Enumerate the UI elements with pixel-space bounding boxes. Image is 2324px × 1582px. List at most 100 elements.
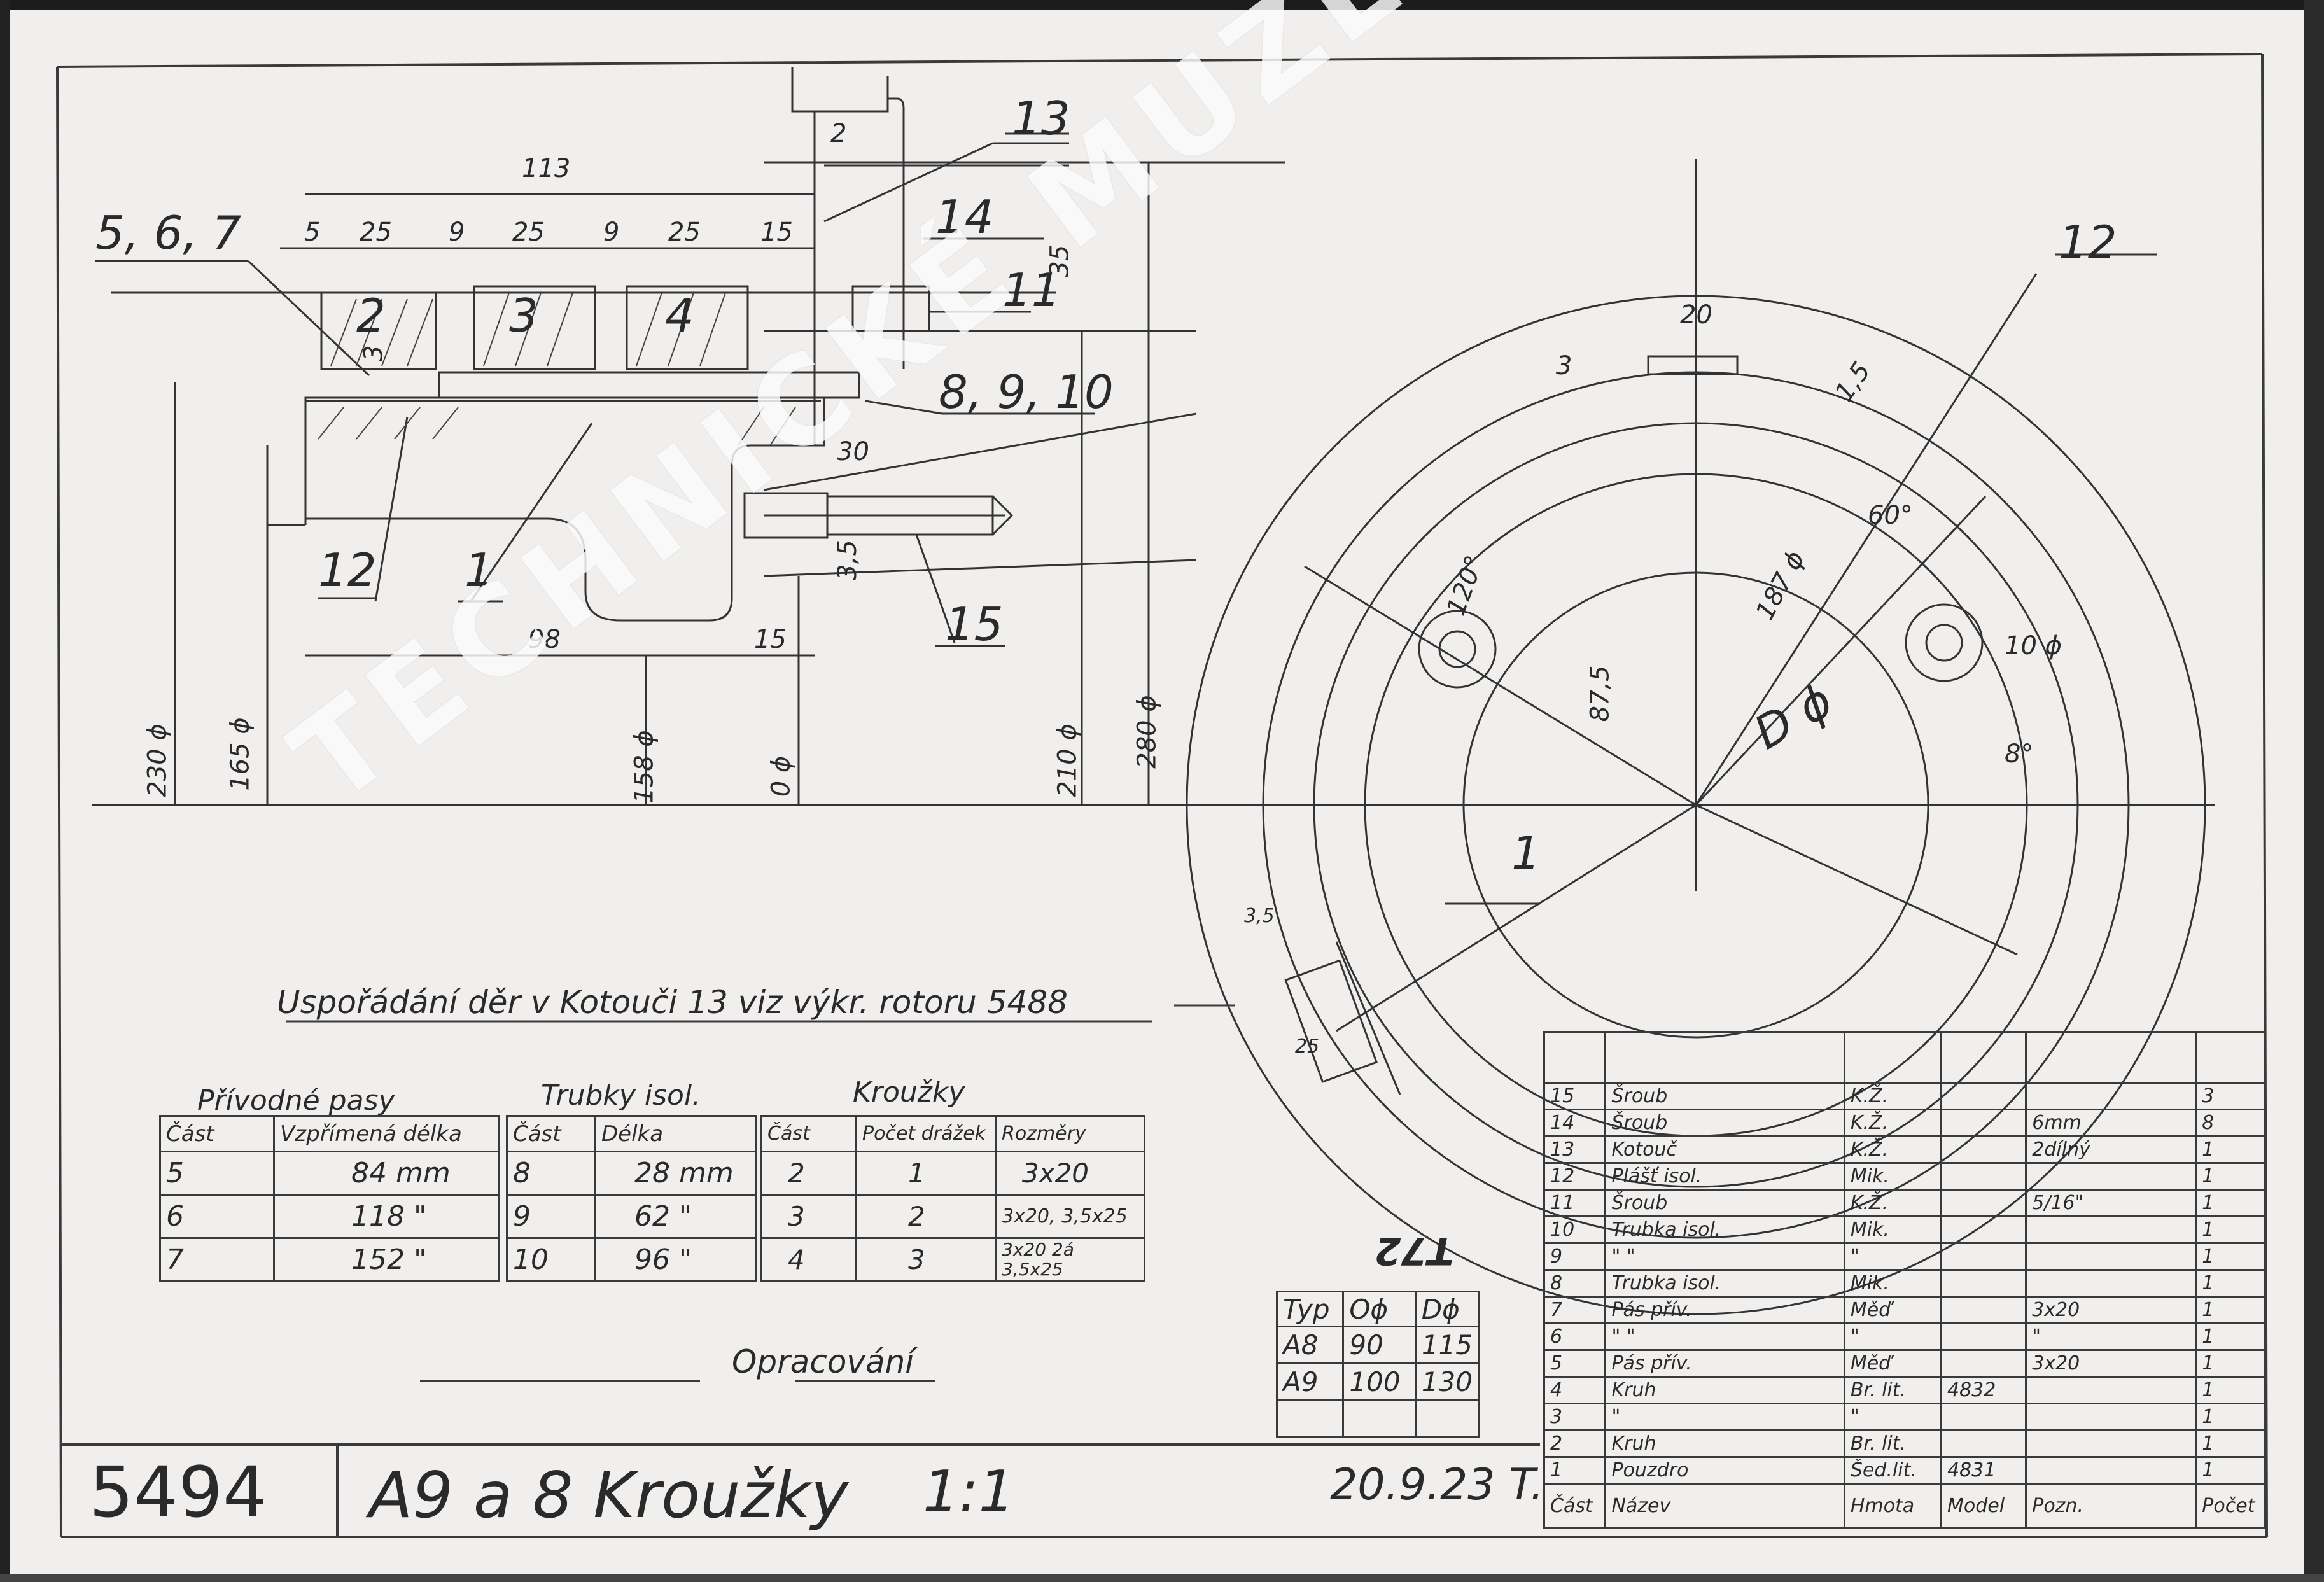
cell: 6mm	[2025, 1109, 2197, 1137]
cell: 15	[1543, 1082, 1607, 1110]
cell: 3x20	[2025, 1349, 2197, 1378]
cell: Mik.	[1843, 1162, 1942, 1191]
cell	[1275, 1399, 1345, 1438]
cell	[2025, 1456, 2197, 1485]
cell: Pás přív.	[1604, 1349, 1845, 1378]
cell: 6	[159, 1194, 275, 1239]
drawing-date: 20.9.23 T.	[1330, 1460, 1544, 1510]
cell	[1414, 1399, 1480, 1438]
table-row	[1275, 1399, 1480, 1438]
cell: Mik.	[1843, 1269, 1942, 1298]
table-row: A9 100 130	[1275, 1362, 1480, 1401]
cell: Šroub	[1604, 1189, 1845, 1217]
cell: 115	[1414, 1326, 1480, 1364]
cell	[1940, 1349, 2027, 1378]
dim-280: 280 ϕ	[1132, 695, 1162, 769]
cell: Kotouč	[1604, 1135, 1845, 1164]
cell: 4832	[1940, 1376, 2027, 1404]
cell: A9	[1275, 1362, 1345, 1401]
cell	[1940, 1135, 2027, 1164]
dim-113: 113	[522, 154, 571, 183]
table-row: A8 90 115	[1275, 1326, 1480, 1364]
cell: Model	[1940, 1483, 2027, 1529]
cell	[1940, 1429, 2027, 1458]
cell	[1940, 1215, 2027, 1244]
cell: 3	[760, 1194, 857, 1239]
part-label-14: 14	[935, 190, 994, 244]
drawing-scale: 1:1	[923, 1459, 1015, 1525]
cell: Měď	[1843, 1296, 1942, 1324]
cell: 3x20 2á 3,5x25	[995, 1237, 1145, 1282]
cell: Br. lit.	[1843, 1429, 1942, 1458]
cell	[1940, 1269, 2027, 1298]
table-typ: Typ Oϕ Dϕ A8 90 115 A9 100 130	[1275, 1291, 1480, 1438]
cell	[1940, 1242, 2027, 1271]
dim-60: 60°	[1868, 501, 1913, 530]
cell: "	[2025, 1322, 2197, 1351]
cell: 1	[2195, 1349, 2265, 1378]
dim-20: 20	[1680, 300, 1712, 330]
part-label-8-9-10: 8, 9, 10	[939, 365, 1114, 419]
table-row: 8 28 mm	[506, 1151, 757, 1196]
cell: "	[1843, 1322, 1942, 1351]
dim-158: 158 ϕ	[629, 730, 659, 804]
cell: Mik.	[1843, 1215, 1942, 1244]
part-label-3: 3	[509, 289, 538, 342]
cell: 8	[506, 1151, 596, 1196]
table-header: Typ Oϕ Dϕ	[1275, 1291, 1480, 1327]
cell: Část	[1543, 1483, 1607, 1529]
cell: Počet	[2195, 1483, 2265, 1529]
cell: 1	[2195, 1403, 2265, 1431]
cell: 1	[2195, 1189, 2265, 1217]
cell: 1	[2195, 1376, 2265, 1404]
cell: 3x20, 3,5x25	[995, 1194, 1145, 1239]
cell: K.Ž.	[1843, 1109, 1942, 1137]
dim-2: 2	[830, 119, 847, 148]
dim-10: 10 ϕ	[2005, 631, 2062, 661]
cell: 96 "	[594, 1237, 757, 1282]
cell: 4	[760, 1237, 857, 1282]
cell: 1	[2195, 1162, 2265, 1191]
cell: Měď	[1843, 1349, 1942, 1378]
cell	[2025, 1162, 2197, 1191]
cell	[1940, 1322, 2027, 1351]
col-d: Dϕ	[1414, 1291, 1480, 1327]
dim-25-a: 25	[360, 218, 392, 247]
cell: 14	[1543, 1109, 1607, 1137]
cell	[1843, 1031, 1942, 1084]
cell: 7	[159, 1237, 275, 1282]
table-row: 3 2 3x20, 3,5x25	[760, 1194, 1145, 1239]
cell: 10	[506, 1237, 596, 1282]
cell: 5	[159, 1151, 275, 1196]
part-label-12-left: 12	[318, 543, 377, 597]
drawing-title: A9 a 8 Kroužky	[369, 1458, 849, 1532]
col-delka: Délka	[594, 1115, 757, 1152]
cell: 1	[2195, 1215, 2265, 1244]
dim-25-c: 25	[668, 218, 701, 247]
trubky-title: Trubky isol.	[541, 1079, 701, 1112]
cell: Kruh	[1604, 1376, 1845, 1404]
cell: Šroub	[1604, 1082, 1845, 1110]
cell	[2025, 1242, 2197, 1271]
table-pasy: Část Vzpřímená délka 5 84 mm 6 118 " 7 1…	[159, 1115, 500, 1282]
table-header: Část Vzpřímená délka	[159, 1115, 500, 1152]
dim-5: 5	[304, 218, 321, 247]
dim-9-a: 9	[449, 218, 465, 247]
table-row: 4 3 3x20 2á 3,5x25	[760, 1237, 1145, 1282]
cell	[2025, 1269, 2197, 1298]
cell: 5/16"	[2025, 1189, 2197, 1217]
table-row: 10 96 "	[506, 1237, 757, 1282]
table-krouzky: Část Počet drážek Rozměry 2 1 3x20 3 2 3…	[760, 1115, 1145, 1282]
cell: 4	[1543, 1376, 1607, 1404]
table-row: 5 84 mm	[159, 1151, 500, 1196]
dim-87-5: 87,5	[1585, 665, 1615, 722]
cell: 3	[2195, 1082, 2265, 1110]
table-row: 3""1	[1543, 1403, 2265, 1431]
cell: Pozn.	[2025, 1483, 2197, 1529]
cell: 6	[1543, 1322, 1607, 1351]
